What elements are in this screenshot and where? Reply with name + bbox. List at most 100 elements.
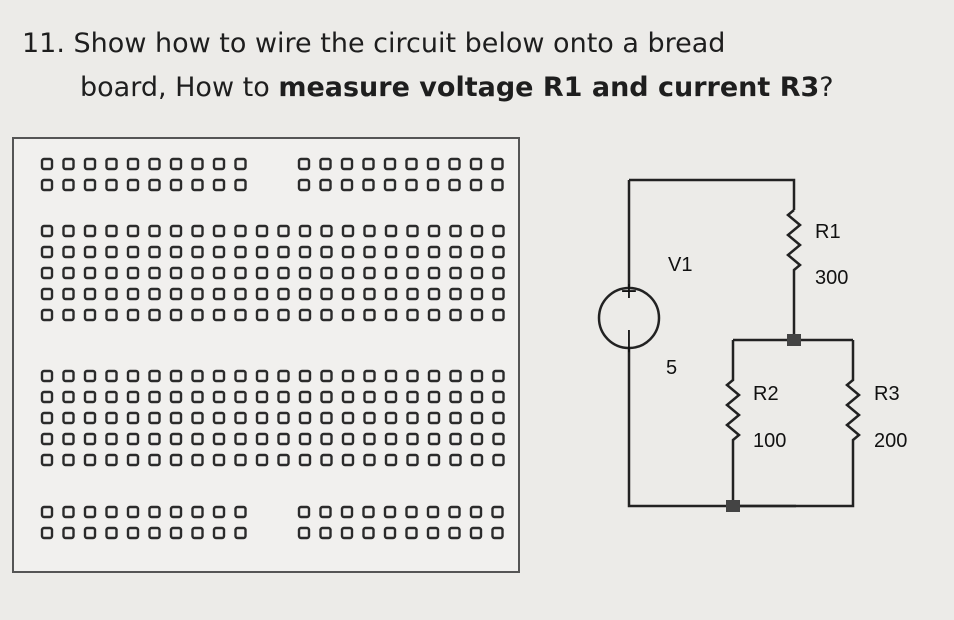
terminal-hole[interactable]	[277, 411, 290, 425]
terminal-hole[interactable]	[363, 266, 376, 280]
terminal-hole[interactable]	[449, 411, 462, 425]
terminal-hole[interactable]	[363, 245, 376, 259]
terminal-hole[interactable]	[492, 287, 505, 301]
rail-hole[interactable]	[83, 157, 97, 171]
terminal-hole[interactable]	[277, 369, 290, 383]
terminal-hole[interactable]	[449, 308, 462, 322]
terminal-hole[interactable]	[298, 411, 312, 425]
terminal-hole[interactable]	[234, 308, 247, 322]
terminal-hole[interactable]	[40, 390, 54, 404]
terminal-hole[interactable]	[492, 432, 505, 446]
terminal-hole[interactable]	[277, 224, 290, 238]
rail-hole[interactable]	[148, 505, 161, 519]
terminal-hole[interactable]	[191, 245, 204, 259]
terminal-hole[interactable]	[255, 390, 269, 404]
rail-hole[interactable]	[148, 178, 161, 192]
terminal-hole[interactable]	[83, 432, 97, 446]
rail-hole[interactable]	[491, 526, 504, 540]
rail-hole[interactable]	[40, 178, 54, 192]
terminal-hole[interactable]	[191, 453, 204, 467]
terminal-hole[interactable]	[298, 287, 312, 301]
terminal-hole[interactable]	[105, 453, 118, 467]
rail-hole[interactable]	[297, 157, 311, 171]
terminal-hole[interactable]	[298, 369, 312, 383]
terminal-hole[interactable]	[234, 411, 247, 425]
terminal-hole[interactable]	[40, 411, 54, 425]
rail-hole[interactable]	[191, 157, 204, 171]
terminal-hole[interactable]	[341, 245, 355, 259]
terminal-hole[interactable]	[470, 245, 484, 259]
rail-hole[interactable]	[62, 505, 75, 519]
rail-hole[interactable]	[212, 505, 226, 519]
terminal-hole[interactable]	[384, 432, 398, 446]
terminal-hole[interactable]	[40, 266, 54, 280]
rail-hole[interactable]	[169, 505, 183, 519]
terminal-hole[interactable]	[83, 266, 97, 280]
terminal-hole[interactable]	[169, 224, 183, 238]
terminal-hole[interactable]	[449, 224, 462, 238]
terminal-hole[interactable]	[320, 453, 333, 467]
rail-hole[interactable]	[169, 526, 183, 540]
terminal-hole[interactable]	[470, 411, 484, 425]
terminal-hole[interactable]	[492, 390, 505, 404]
terminal-hole[interactable]	[427, 432, 441, 446]
rail-hole[interactable]	[148, 526, 161, 540]
terminal-hole[interactable]	[427, 411, 441, 425]
terminal-hole[interactable]	[406, 224, 419, 238]
terminal-hole[interactable]	[105, 411, 118, 425]
rail-hole[interactable]	[491, 505, 504, 519]
terminal-hole[interactable]	[449, 453, 462, 467]
terminal-hole[interactable]	[126, 245, 140, 259]
terminal-hole[interactable]	[449, 369, 462, 383]
rail-hole[interactable]	[319, 178, 332, 192]
rail-hole[interactable]	[212, 526, 226, 540]
terminal-hole[interactable]	[406, 369, 419, 383]
terminal-hole[interactable]	[191, 287, 204, 301]
rail-hole[interactable]	[383, 526, 397, 540]
rail-hole[interactable]	[191, 526, 204, 540]
terminal-hole[interactable]	[470, 224, 484, 238]
terminal-hole[interactable]	[384, 369, 398, 383]
terminal-hole[interactable]	[62, 287, 75, 301]
terminal-hole[interactable]	[470, 266, 484, 280]
terminal-hole[interactable]	[40, 308, 54, 322]
terminal-hole[interactable]	[83, 245, 97, 259]
terminal-hole[interactable]	[62, 432, 75, 446]
rail-hole[interactable]	[126, 178, 140, 192]
terminal-hole[interactable]	[255, 369, 269, 383]
terminal-hole[interactable]	[298, 245, 312, 259]
terminal-hole[interactable]	[255, 308, 269, 322]
terminal-hole[interactable]	[148, 266, 161, 280]
terminal-hole[interactable]	[148, 390, 161, 404]
terminal-hole[interactable]	[427, 245, 441, 259]
rail-hole[interactable]	[169, 178, 183, 192]
terminal-hole[interactable]	[40, 224, 54, 238]
terminal-hole[interactable]	[255, 266, 269, 280]
rail-hole[interactable]	[105, 157, 118, 171]
rail-hole[interactable]	[383, 178, 397, 192]
rail-hole[interactable]	[362, 178, 375, 192]
rail-hole[interactable]	[105, 178, 118, 192]
terminal-hole[interactable]	[148, 432, 161, 446]
rail-hole[interactable]	[234, 157, 247, 171]
rail-hole[interactable]	[40, 526, 54, 540]
terminal-hole[interactable]	[298, 224, 312, 238]
rail-hole[interactable]	[362, 505, 375, 519]
terminal-hole[interactable]	[62, 266, 75, 280]
terminal-hole[interactable]	[298, 432, 312, 446]
terminal-hole[interactable]	[148, 287, 161, 301]
terminal-hole[interactable]	[341, 308, 355, 322]
terminal-hole[interactable]	[277, 308, 290, 322]
terminal-hole[interactable]	[148, 453, 161, 467]
rail-hole[interactable]	[126, 505, 140, 519]
rail-hole[interactable]	[469, 526, 483, 540]
terminal-hole[interactable]	[298, 453, 312, 467]
terminal-hole[interactable]	[62, 308, 75, 322]
terminal-hole[interactable]	[406, 432, 419, 446]
terminal-hole[interactable]	[384, 245, 398, 259]
terminal-hole[interactable]	[406, 390, 419, 404]
terminal-hole[interactable]	[384, 224, 398, 238]
terminal-hole[interactable]	[492, 308, 505, 322]
terminal-hole[interactable]	[427, 266, 441, 280]
rail-hole[interactable]	[191, 178, 204, 192]
